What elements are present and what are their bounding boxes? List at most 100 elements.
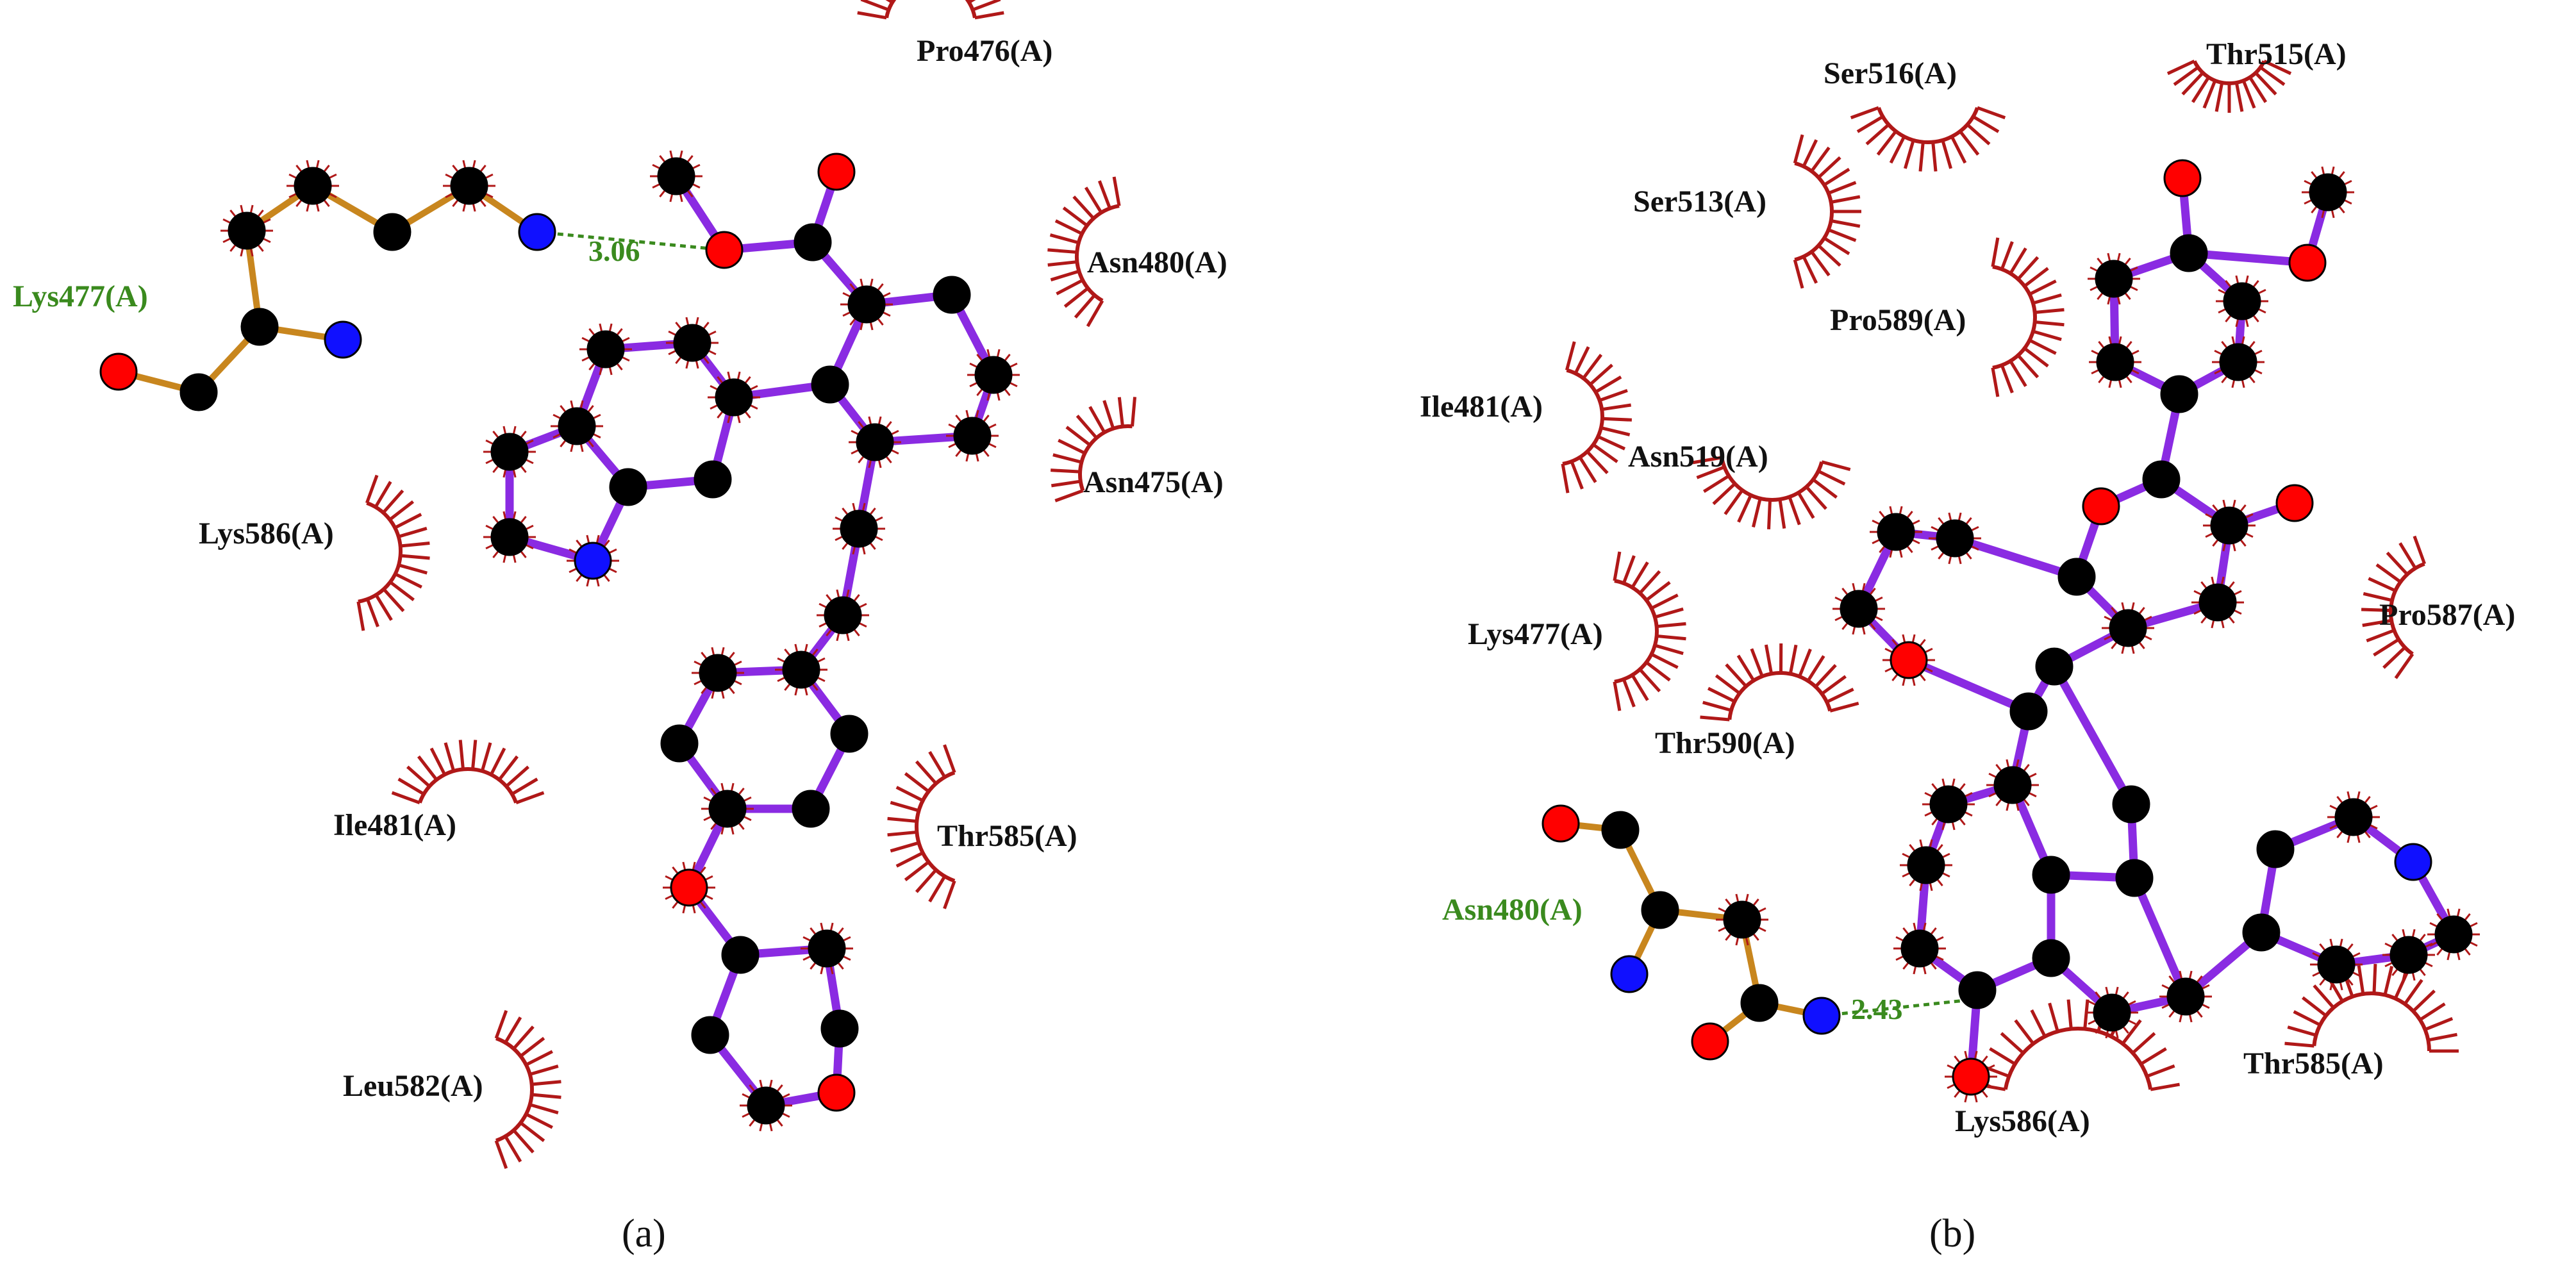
atom-sphere bbox=[840, 509, 878, 548]
arc-tick bbox=[1645, 581, 1671, 602]
contact-spike bbox=[2319, 943, 2326, 951]
contact-spike bbox=[2023, 764, 2030, 772]
arc-tick bbox=[1972, 115, 2000, 133]
contact-spike bbox=[804, 643, 808, 652]
arc-tick bbox=[365, 474, 379, 504]
contact-spike bbox=[1841, 588, 1849, 595]
hydrophobic-contact-arc bbox=[2284, 964, 2459, 1053]
contact-spike bbox=[1957, 512, 1962, 521]
contact-spike bbox=[2130, 266, 2138, 272]
hydrophobic-contact-arc bbox=[2166, 60, 2292, 113]
contact-spike bbox=[869, 508, 876, 515]
arc-tick bbox=[1817, 156, 1841, 179]
contact-spike bbox=[1942, 852, 1950, 858]
arc-tick bbox=[529, 1103, 559, 1114]
contact-spike bbox=[1951, 822, 1956, 831]
contact-spike bbox=[240, 204, 244, 213]
contact-spike bbox=[852, 546, 856, 555]
contact-spike bbox=[759, 1123, 763, 1132]
residue-label: Thr590(A) bbox=[1655, 726, 1795, 760]
atom-sphere bbox=[1691, 1022, 1729, 1061]
contact-spike bbox=[2258, 308, 2266, 314]
contact-spike bbox=[581, 356, 590, 362]
arc-tick bbox=[519, 1121, 545, 1143]
atom-sphere bbox=[373, 213, 411, 251]
atom-sphere bbox=[2095, 260, 2133, 298]
contact-spike bbox=[853, 629, 860, 636]
contact-spike bbox=[885, 421, 892, 429]
contact-spike bbox=[2090, 286, 2098, 292]
contact-spike bbox=[1834, 616, 1843, 622]
arc-tick bbox=[504, 1135, 522, 1163]
contact-spike bbox=[2234, 609, 2242, 615]
contact-spike bbox=[2095, 1026, 2102, 1034]
arc-tick bbox=[1850, 106, 1879, 120]
carbon-atom bbox=[933, 276, 971, 314]
nitrogen-atom bbox=[1610, 955, 1649, 993]
contact-spike bbox=[749, 1084, 756, 1092]
contact-spike bbox=[1899, 506, 1903, 515]
contact-spike bbox=[810, 962, 817, 970]
contact-spike bbox=[804, 687, 808, 696]
contact-spike bbox=[2118, 336, 2122, 345]
contact-spike bbox=[1924, 811, 1932, 817]
contact-spike bbox=[2225, 315, 2232, 322]
residue-label: Asn519(A) bbox=[1628, 440, 1768, 474]
residue-label: Asn480(A) bbox=[1087, 245, 1227, 279]
contact-spike bbox=[843, 956, 851, 961]
arc-tick bbox=[2259, 66, 2286, 87]
contact-spike bbox=[588, 363, 595, 370]
contact-spike bbox=[472, 160, 476, 169]
contact-spike bbox=[819, 602, 827, 608]
carbon-atom bbox=[2032, 939, 2070, 977]
arc-tick bbox=[531, 1080, 561, 1086]
atom-sphere bbox=[708, 790, 747, 828]
residue-label: Pro589(A) bbox=[1830, 303, 1966, 337]
arc-tick bbox=[512, 1129, 535, 1154]
arc-tick bbox=[1063, 286, 1089, 308]
panel-a: Lys477(A) 3.06 Pro476(A) Asn480(A) Asn47… bbox=[13, 0, 1227, 1255]
contact-spike bbox=[2131, 602, 2135, 611]
atom-sphere bbox=[2210, 506, 2248, 545]
contact-spike bbox=[503, 469, 507, 478]
contact-spike bbox=[802, 936, 811, 941]
contact-spike bbox=[1725, 933, 1732, 941]
carbon-atom bbox=[2327, 791, 2380, 843]
arc-tick bbox=[1977, 106, 2006, 120]
residue-label: Pro476(A) bbox=[917, 34, 1052, 68]
contact-spike bbox=[2121, 602, 2125, 611]
arc-tick bbox=[1597, 435, 1626, 451]
residue-label: Thr585(A) bbox=[2243, 1047, 2384, 1081]
arc-tick bbox=[2394, 653, 2414, 679]
contact-spike bbox=[665, 895, 673, 900]
arc-tick bbox=[1865, 123, 1890, 145]
atom-sphere bbox=[2109, 609, 2147, 647]
contact-spike bbox=[2179, 1014, 2183, 1023]
contact-spike bbox=[1930, 927, 1937, 935]
contact-spike bbox=[1931, 818, 1938, 825]
arc-tick bbox=[2363, 592, 2393, 602]
arc-tick bbox=[1778, 499, 1786, 529]
contact-spike bbox=[2090, 266, 2098, 272]
atom-sphere bbox=[657, 157, 695, 195]
residue-label: Ile481(A) bbox=[333, 808, 456, 842]
contact-spike bbox=[868, 460, 872, 468]
contact-spike bbox=[1891, 639, 1899, 647]
contact-spike bbox=[891, 429, 899, 435]
contact-spike bbox=[734, 660, 742, 666]
contact-spike bbox=[851, 429, 859, 435]
contact-spike bbox=[579, 443, 584, 452]
contact-spike bbox=[222, 238, 231, 244]
contact-spike bbox=[1735, 937, 1740, 946]
arc-tick bbox=[1715, 674, 1741, 695]
arc-tick bbox=[388, 500, 415, 521]
contact-spike bbox=[1959, 818, 1966, 825]
carbon-atom bbox=[650, 150, 702, 203]
carbon-atom bbox=[1832, 583, 1885, 635]
contact-spike bbox=[1981, 1056, 1988, 1063]
arc-tick bbox=[1820, 675, 1847, 695]
arc-tick bbox=[515, 791, 545, 804]
contact-spike bbox=[1004, 354, 1011, 361]
contact-spike bbox=[2339, 982, 2343, 991]
atom-sphere bbox=[824, 596, 862, 634]
